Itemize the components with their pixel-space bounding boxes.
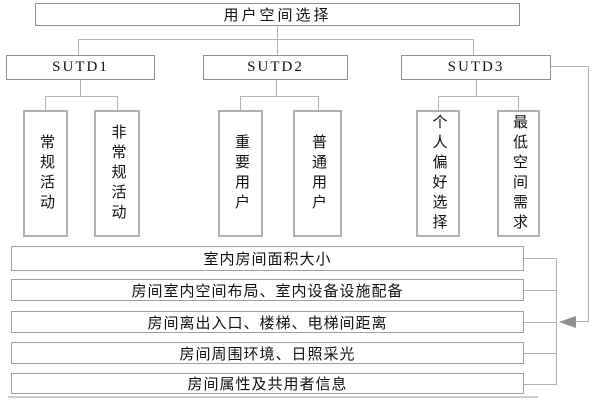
group-node-sutd2: SUTD2 <box>203 55 348 80</box>
connector-line <box>473 39 474 55</box>
group-node-label: SUTD2 <box>247 59 304 75</box>
criteria-bar-label: 室内房间面积大小 <box>203 252 332 268</box>
child-node-personal-preference: 个人偏好选择 <box>416 110 460 237</box>
connector-line <box>476 80 477 96</box>
root-node-label: 用户空间选择 <box>223 8 332 24</box>
criteria-bar-label: 房间室内空间布局、室内设备设施配备 <box>131 283 404 300</box>
child-node-regular-activities: 常规活动 <box>23 110 68 237</box>
bottom-edge-line <box>8 396 538 398</box>
child-node-label: 最低空间需求 <box>511 113 527 234</box>
connector-line <box>524 384 557 385</box>
criteria-bar-label: 房间周围环境、日照采光 <box>179 346 356 363</box>
connector-line <box>524 258 557 259</box>
connector-line <box>277 39 278 55</box>
child-node-irregular-activities: 非常规活动 <box>94 110 140 237</box>
child-node-ordinary-users: 普通用户 <box>293 110 342 237</box>
connector-line <box>78 39 474 40</box>
connector-line <box>438 96 518 97</box>
group-node-sutd1: SUTD1 <box>6 55 155 80</box>
connector-line <box>45 96 117 97</box>
connector-line <box>277 25 278 39</box>
child-node-important-users: 重要用户 <box>218 110 263 237</box>
criteria-bar-environment-daylight: 房间周围环境、日照采光 <box>11 342 524 364</box>
connector-line <box>240 96 241 110</box>
connector-line <box>524 290 557 291</box>
arrow-left-icon <box>559 316 576 328</box>
child-node-label: 重要用户 <box>233 133 249 214</box>
criteria-bar-label: 房间离出入口、楼梯、电梯间距离 <box>147 315 388 332</box>
connector-line <box>318 96 319 110</box>
connector-line <box>438 96 439 110</box>
criteria-bar-attributes-cousers: 房间属性及共用者信息 <box>11 373 524 394</box>
connector-line <box>45 96 46 110</box>
connector-line <box>276 80 277 96</box>
connector-line <box>240 96 318 97</box>
child-node-label: 非常规活动 <box>109 123 126 224</box>
connector-line <box>78 39 79 55</box>
group-node-label: SUTD3 <box>447 59 505 75</box>
child-node-minimum-space-need: 最低空间需求 <box>497 110 540 237</box>
criteria-bar-distance: 房间离出入口、楼梯、电梯间距离 <box>11 311 524 333</box>
connector-line <box>117 96 118 110</box>
connector-line <box>588 66 589 322</box>
connector-line <box>576 321 589 322</box>
connector-line <box>524 353 557 354</box>
connector-line <box>556 258 557 385</box>
child-node-label: 普通用户 <box>310 133 326 214</box>
child-node-label: 个人偏好选择 <box>430 113 447 234</box>
criteria-bar-label: 房间属性及共用者信息 <box>187 377 348 393</box>
criteria-bar-layout-equipment: 房间室内空间布局、室内设备设施配备 <box>11 279 524 301</box>
group-node-sutd3: SUTD3 <box>401 55 551 80</box>
criteria-bar-room-area: 室内房间面积大小 <box>11 246 524 271</box>
group-node-label: SUTD1 <box>52 59 109 75</box>
connector-line <box>551 66 589 67</box>
connector-line <box>518 96 519 110</box>
root-node-user-space-selection: 用户空间选择 <box>35 3 520 26</box>
child-node-label: 常规活动 <box>38 133 54 214</box>
connector-line <box>524 322 557 323</box>
connector-line <box>80 80 81 96</box>
